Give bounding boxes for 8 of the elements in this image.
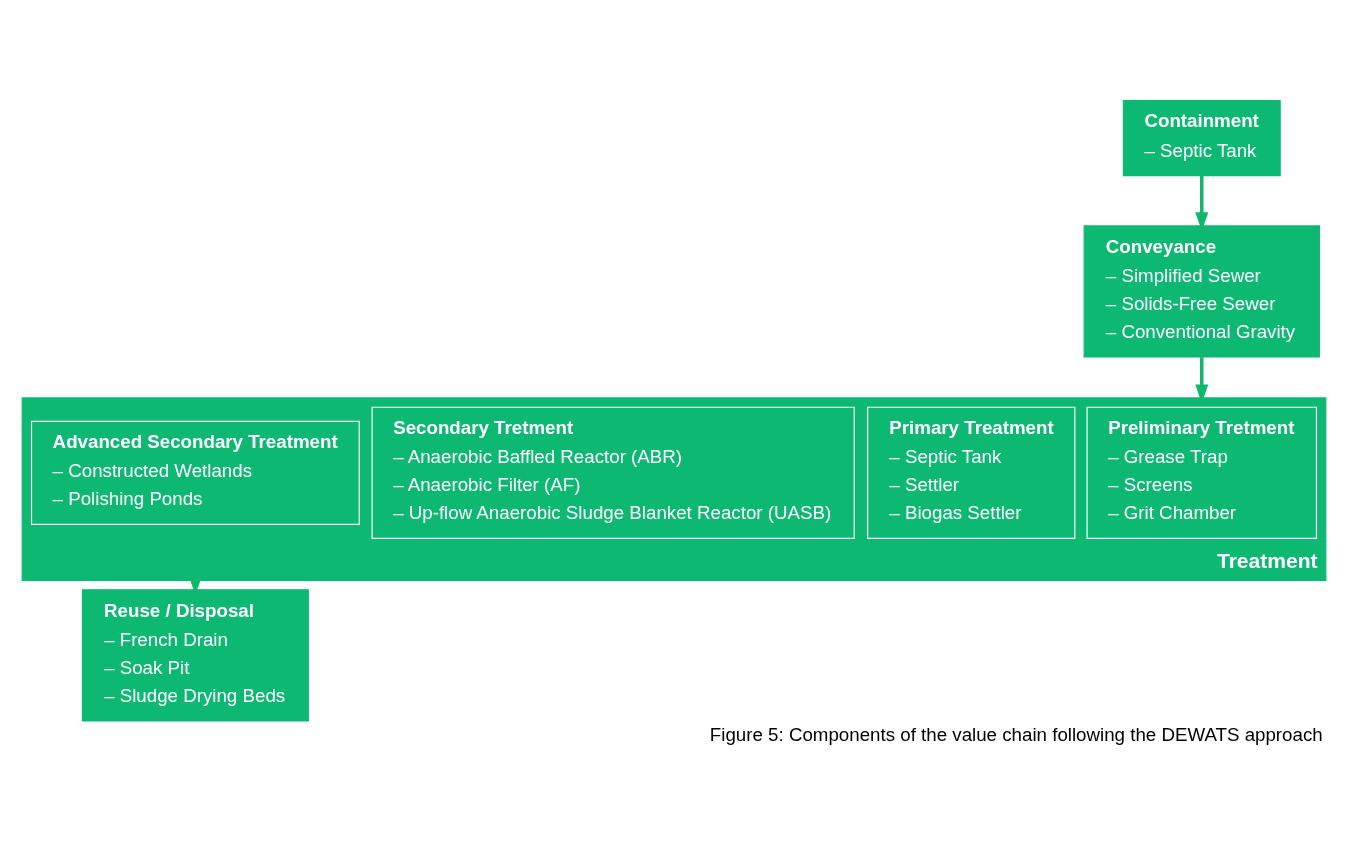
node-box: Preliminary Tretment – Grease Trap – Screens – Grit Chamber [1086,406,1318,539]
node-box: Primary Treatment – Septic Tank – Settler – Biogas Settler [867,406,1076,539]
node-box: Reuse / Disposal – French Drain – Soak Pit – Sludge Drying Beds [81,589,309,722]
caption: Figure 5: Components of the value chain following the DEWATS approach [709,723,1323,745]
node-box: Containment – Septic Tank [1122,100,1281,177]
node-box: Advanced Secondary Treatment – Constructed Wetlands – Polishing Ponds [30,420,360,525]
node-box: Secondary Tretment – Anaerobic Baffled Reactor (ABR) – Anaerobic Filter (AF) – Up-flow Anaerobic Sludge Blanket Reactor (UASB) [371,406,855,539]
node-box: Conveyance – Simplified Sewer – Solids-Free Sewer – Conventional Gravity [1083,225,1320,358]
